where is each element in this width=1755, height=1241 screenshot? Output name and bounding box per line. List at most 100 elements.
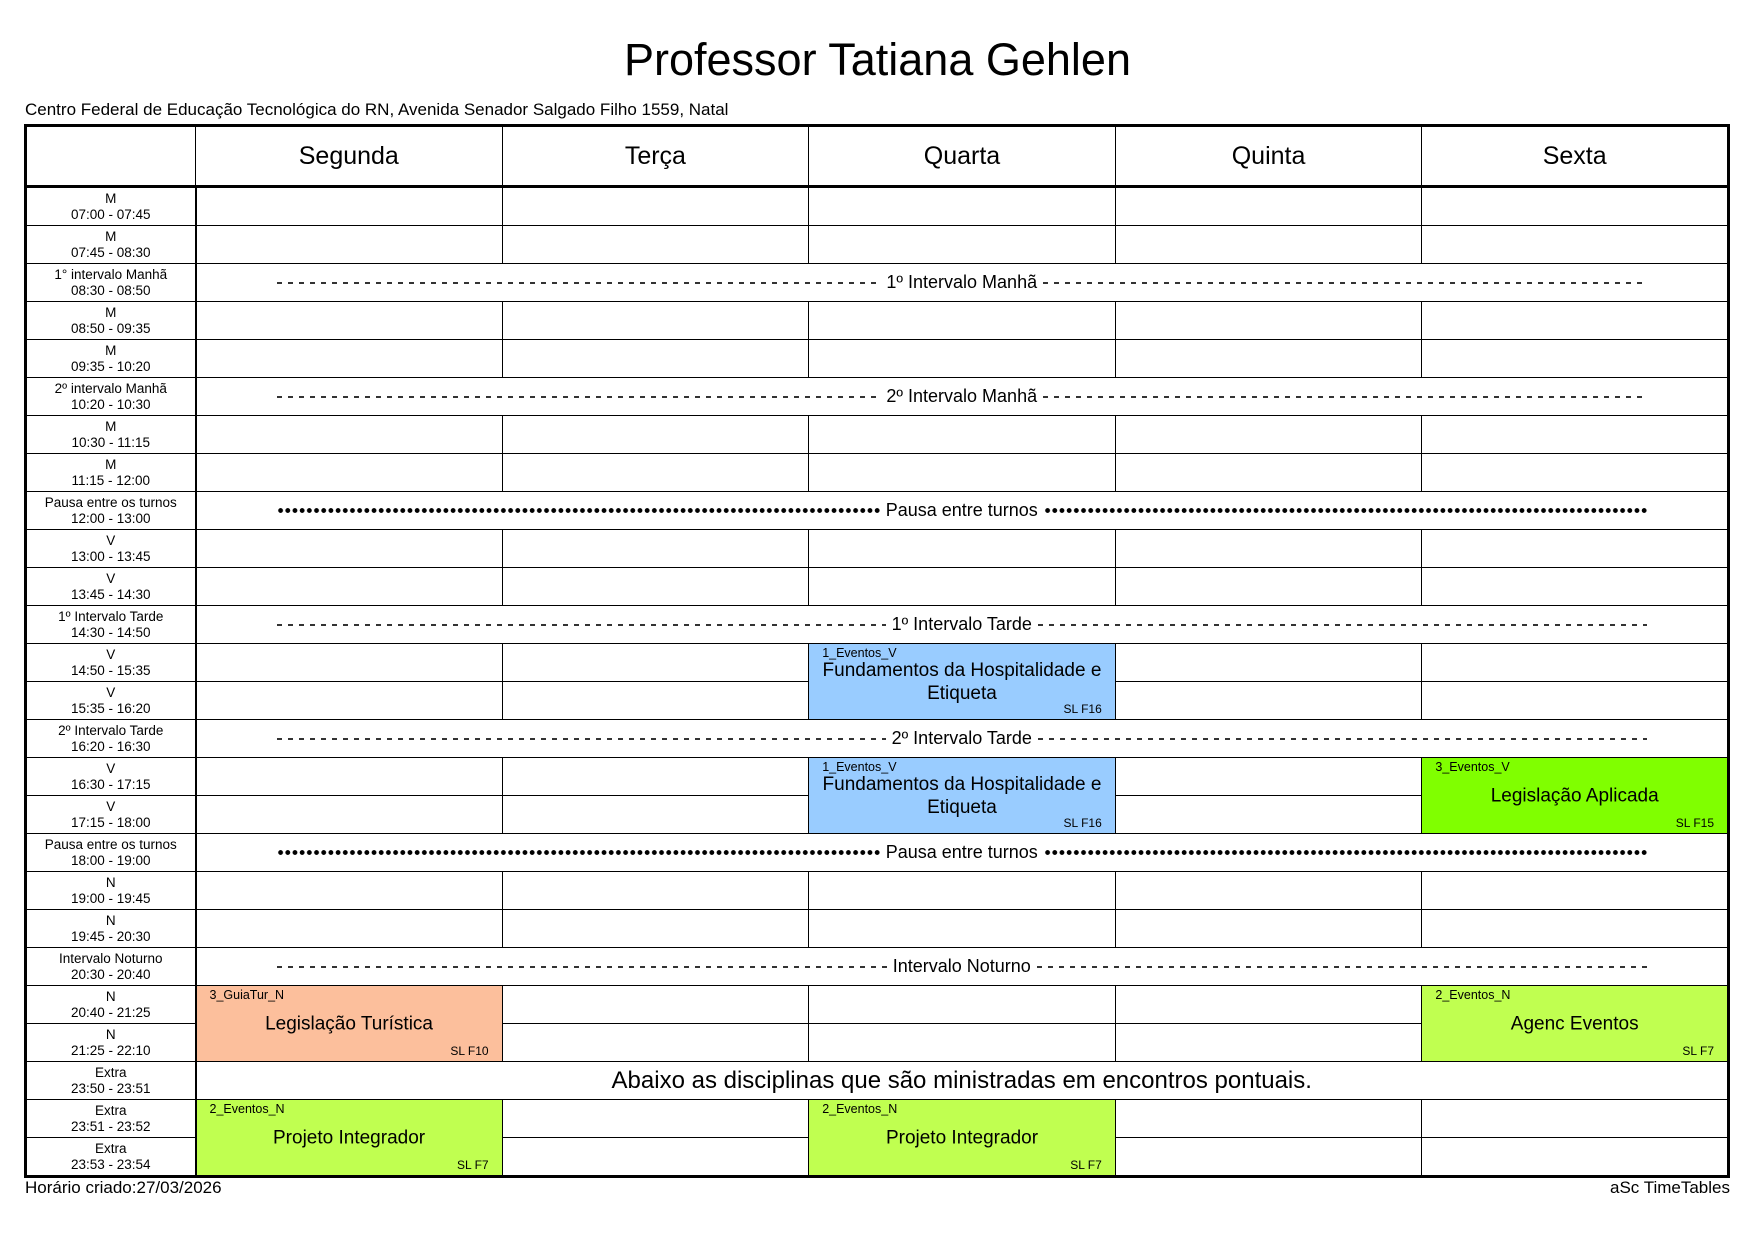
empty-slot[interactable] (808, 871, 1116, 910)
empty-slot[interactable] (1421, 529, 1729, 568)
empty-slot[interactable] (1421, 453, 1729, 492)
empty-slot[interactable] (1114, 909, 1423, 948)
empty-slot[interactable] (1114, 985, 1423, 1024)
empty-slot[interactable] (1114, 1137, 1423, 1177)
empty-slot[interactable] (501, 985, 810, 1024)
empty-slot[interactable] (1114, 757, 1423, 796)
empty-slot[interactable] (1114, 453, 1423, 492)
empty-slot[interactable] (1421, 643, 1729, 682)
empty-slot[interactable] (1421, 871, 1729, 910)
empty-slot[interactable] (1114, 529, 1423, 568)
empty-slot[interactable] (195, 186, 503, 226)
empty-slot[interactable] (808, 985, 1116, 1024)
empty-slot[interactable] (195, 909, 503, 948)
empty-slot[interactable] (1421, 186, 1729, 226)
empty-slot[interactable] (501, 339, 810, 378)
empty-slot[interactable] (1421, 415, 1729, 454)
break-banner: 2º Intervalo Tarde (197, 720, 1728, 757)
break-cell: 1º Intervalo Tarde (195, 605, 1729, 644)
empty-slot[interactable] (808, 301, 1116, 340)
empty-slot[interactable] (1421, 567, 1729, 606)
empty-slot[interactable] (808, 186, 1116, 226)
empty-slot[interactable] (501, 529, 810, 568)
empty-slot[interactable] (1421, 1137, 1729, 1177)
empty-slot[interactable] (1114, 795, 1423, 834)
empty-slot[interactable] (195, 681, 503, 720)
empty-slot[interactable] (195, 301, 503, 340)
empty-slot[interactable] (808, 567, 1116, 606)
empty-slot[interactable] (501, 643, 810, 682)
lesson-subject: Agenc Eventos (1510, 1013, 1639, 1034)
empty-slot[interactable] (501, 909, 810, 948)
empty-slot[interactable] (1421, 339, 1729, 378)
empty-slot[interactable] (195, 453, 503, 492)
empty-slot[interactable] (1114, 186, 1423, 226)
empty-slot[interactable] (1421, 681, 1729, 720)
empty-slot[interactable] (501, 453, 810, 492)
empty-slot[interactable] (808, 225, 1116, 264)
break-cell: Pausa entre turnos (195, 491, 1729, 530)
empty-slot[interactable] (808, 453, 1116, 492)
empty-slot[interactable] (195, 567, 503, 606)
empty-slot[interactable] (501, 1099, 810, 1138)
empty-slot[interactable] (501, 186, 810, 226)
lesson-group: 1_Eventos_V (822, 760, 897, 774)
empty-slot[interactable] (1421, 1099, 1729, 1138)
break-cell: Pausa entre turnos (195, 833, 1729, 872)
empty-slot[interactable] (1421, 301, 1729, 340)
empty-slot[interactable] (1421, 225, 1729, 264)
empty-slot[interactable] (808, 339, 1116, 378)
empty-slot[interactable] (195, 871, 503, 910)
empty-slot[interactable] (501, 871, 810, 910)
empty-slot[interactable] (1114, 643, 1423, 682)
empty-slot[interactable] (501, 681, 810, 720)
empty-slot[interactable] (1114, 1023, 1423, 1062)
empty-slot[interactable] (1114, 415, 1423, 454)
empty-slot[interactable] (501, 1137, 810, 1177)
empty-slot[interactable] (195, 415, 503, 454)
empty-slot[interactable] (501, 301, 810, 340)
empty-slot[interactable] (1114, 871, 1423, 910)
empty-slot[interactable] (1114, 301, 1423, 340)
empty-slot[interactable] (1114, 681, 1423, 720)
empty-slot[interactable] (195, 757, 503, 796)
empty-slot[interactable] (1114, 225, 1423, 264)
empty-slot[interactable] (1114, 1099, 1423, 1138)
empty-slot[interactable] (808, 1023, 1116, 1062)
empty-slot[interactable] (195, 795, 503, 834)
break-line-left (276, 395, 881, 398)
empty-slot[interactable] (195, 529, 503, 568)
empty-slot[interactable] (195, 643, 503, 682)
empty-slot[interactable] (501, 415, 810, 454)
empty-slot[interactable] (808, 909, 1116, 948)
empty-slot[interactable] (808, 415, 1116, 454)
empty-slot[interactable] (501, 757, 810, 796)
empty-slot[interactable] (1114, 339, 1423, 378)
empty-slot[interactable] (501, 795, 810, 834)
empty-slot[interactable] (195, 225, 503, 264)
empty-slot[interactable] (501, 1023, 810, 1062)
empty-slot[interactable] (1421, 909, 1729, 948)
empty-slot[interactable] (501, 567, 810, 606)
empty-slot[interactable] (501, 225, 810, 264)
empty-slot[interactable] (195, 339, 503, 378)
empty-slot[interactable] (808, 529, 1116, 568)
empty-slot[interactable] (1114, 567, 1423, 606)
